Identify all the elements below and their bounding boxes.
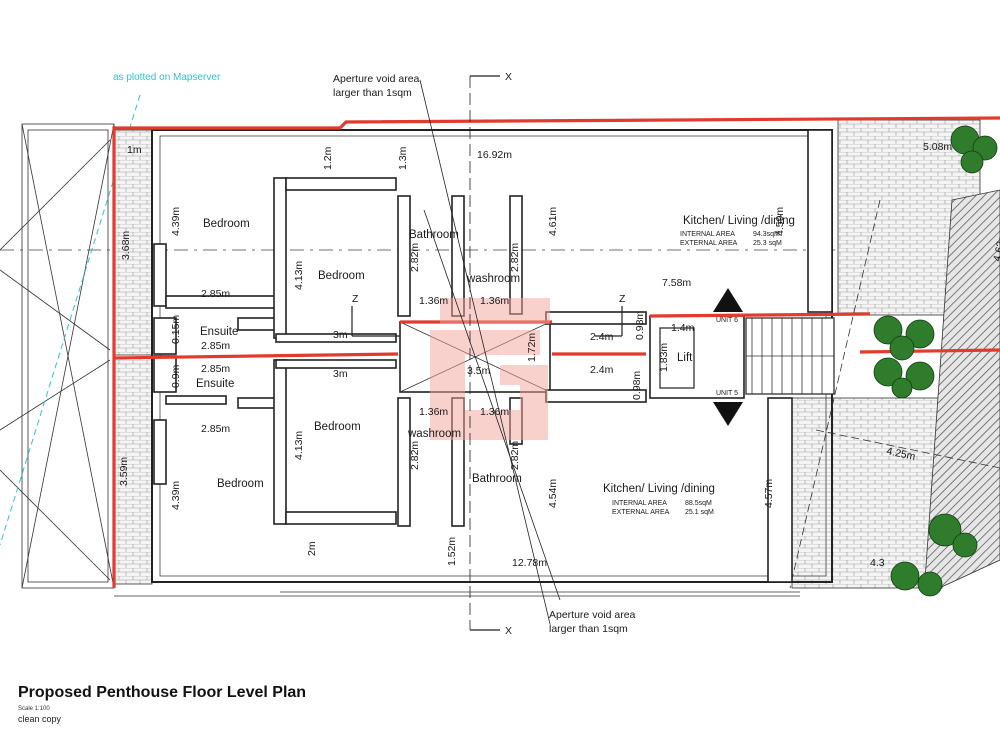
kitchen-bottom-name: Kitchen/ Living /dining bbox=[603, 483, 715, 495]
label-unit-5: UNIT 5 bbox=[716, 390, 738, 397]
title-block: Proposed Penthouse Floor Level Plan Scal… bbox=[18, 684, 306, 724]
dim-12-78: 12.78m bbox=[512, 557, 547, 569]
dim-0-15: 0.15m bbox=[170, 315, 182, 344]
aperture-top-line2: larger than 1sqm bbox=[333, 87, 412, 99]
aperture-top-line1: Aperture void area bbox=[333, 73, 420, 85]
dim-1-36-c: 1.36m bbox=[419, 406, 448, 418]
aperture-bottom-line1: Aperture void area bbox=[549, 609, 636, 621]
dim-4-13-b: 4.13m bbox=[293, 431, 305, 460]
room-bathroom-2: Bathroom bbox=[472, 473, 522, 485]
dim-2-82-c: 2.82m bbox=[409, 441, 421, 470]
dim-1m: 1m bbox=[127, 144, 142, 156]
dim-0-9: 0.9m bbox=[170, 364, 182, 388]
dim-2-85-a: 2.85m bbox=[201, 288, 230, 300]
plan-scale: Scale 1:100 bbox=[18, 706, 50, 712]
dim-4-25: 4.25m bbox=[885, 445, 916, 463]
kitchen-top-internal-value: 94.3sqM bbox=[753, 231, 780, 238]
plan-note: clean copy bbox=[18, 714, 62, 724]
dim-7-58: 7.58m bbox=[662, 277, 691, 289]
mapserver-line bbox=[0, 94, 141, 546]
dim-2-85-b: 2.85m bbox=[201, 340, 230, 352]
dim-2-85-d: 2.85m bbox=[201, 423, 230, 435]
dim-4-3: 4.3 bbox=[870, 557, 885, 569]
kitchen-bottom-external-value: 25.1 sqM bbox=[685, 509, 714, 516]
plan-title: Proposed Penthouse Floor Level Plan bbox=[18, 684, 307, 701]
dim-2-85-c: 2.85m bbox=[201, 363, 230, 375]
dim-4-59: 4.59m bbox=[774, 207, 786, 236]
kitchen-top-internal-label: INTERNAL AREA bbox=[680, 231, 735, 238]
dim-1-72: 1.72m bbox=[526, 333, 538, 362]
dim-1-36-a: 1.36m bbox=[419, 295, 448, 307]
dim-1-4: 1.4m bbox=[671, 322, 695, 334]
room-bedroom-3: Bedroom bbox=[314, 421, 361, 433]
dim-4-13-a: 4.13m bbox=[293, 261, 305, 290]
kitchen-top-external-label: EXTERNAL AREA bbox=[680, 240, 738, 247]
dim-3-68: 3.68m bbox=[120, 231, 132, 260]
room-washroom-1: washroom bbox=[466, 273, 520, 285]
dim-3m-a: 3m bbox=[333, 329, 348, 341]
mapserver-label: as plotted on Mapserver bbox=[113, 72, 221, 83]
brick-walls bbox=[113, 119, 1000, 591]
dim-0-98-a: 0.98m bbox=[634, 311, 646, 340]
dim-3-5: 3.5m bbox=[467, 365, 491, 377]
dim-4-61: 4.61m bbox=[547, 207, 559, 236]
kitchen-bottom-external-label: EXTERNAL AREA bbox=[612, 509, 670, 516]
dim-4-57: 4.57m bbox=[763, 479, 775, 508]
dim-2-82-d: 2.82m bbox=[509, 441, 521, 470]
building-walls bbox=[151, 129, 835, 583]
dim-1-2: 1.2m bbox=[322, 146, 334, 170]
trees bbox=[873, 125, 998, 597]
dim-3-59: 3.59m bbox=[118, 457, 130, 486]
room-bedroom-2: Bedroom bbox=[318, 270, 365, 282]
kitchen-bottom-internal-label: INTERNAL AREA bbox=[612, 500, 667, 507]
dim-1-36-b: 1.36m bbox=[480, 295, 509, 307]
section-x-top: X bbox=[505, 71, 512, 83]
room-ensuite-1: Ensuite bbox=[200, 326, 238, 338]
dim-16-92: 16.92m bbox=[477, 149, 512, 161]
dim-4-63: 4.63m bbox=[991, 231, 1000, 262]
section-lines bbox=[351, 75, 1000, 631]
room-ensuite-2: Ensuite bbox=[196, 378, 234, 390]
aperture-bottom-line2: larger than 1sqm bbox=[549, 623, 628, 635]
dim-0-98-b: 0.98m bbox=[631, 371, 643, 400]
dim-2-4-b: 2.4m bbox=[590, 364, 614, 376]
dim-2m: 2m bbox=[306, 541, 318, 556]
room-bedroom-1: Bedroom bbox=[203, 218, 250, 230]
watermark-logo bbox=[430, 298, 550, 440]
room-lift: Lift bbox=[677, 352, 693, 364]
arrow-down-icon bbox=[713, 402, 743, 426]
room-washroom-2: washroom bbox=[407, 428, 461, 440]
arrow-up-icon bbox=[713, 288, 743, 312]
unit-boundary-red bbox=[112, 116, 1000, 588]
dim-4-39-b: 4.39m bbox=[170, 481, 182, 510]
dim-3m-b: 3m bbox=[333, 368, 348, 380]
dim-1-3: 1.3m bbox=[397, 146, 409, 170]
dim-2-82-a: 2.82m bbox=[409, 243, 421, 272]
room-bathroom-1: Bathroom bbox=[409, 229, 459, 241]
label-unit-6: UNIT 6 bbox=[716, 317, 738, 324]
dim-1-52: 1.52m bbox=[446, 537, 458, 566]
kitchen-bottom-internal-value: 88.5sqM bbox=[685, 500, 712, 507]
section-z-left: Z bbox=[352, 293, 359, 305]
dim-1-36-d: 1.36m bbox=[480, 406, 509, 418]
dim-2-4-a: 2.4m bbox=[590, 331, 614, 343]
section-z-right: Z bbox=[619, 293, 626, 305]
dim-5-08: 5.08m bbox=[923, 141, 952, 153]
room-bedroom-4: Bedroom bbox=[217, 478, 264, 490]
dim-4-54: 4.54m bbox=[547, 479, 559, 508]
kitchen-top-name: Kitchen/ Living /dining bbox=[683, 215, 795, 227]
dim-1-83: 1.83m bbox=[658, 343, 670, 372]
kitchen-top-external-value: 25.3 sqM bbox=[753, 240, 782, 247]
dim-2-82-b: 2.82m bbox=[509, 243, 521, 272]
section-x-bottom: X bbox=[505, 625, 512, 637]
dim-4-39-a: 4.39m bbox=[170, 207, 182, 236]
